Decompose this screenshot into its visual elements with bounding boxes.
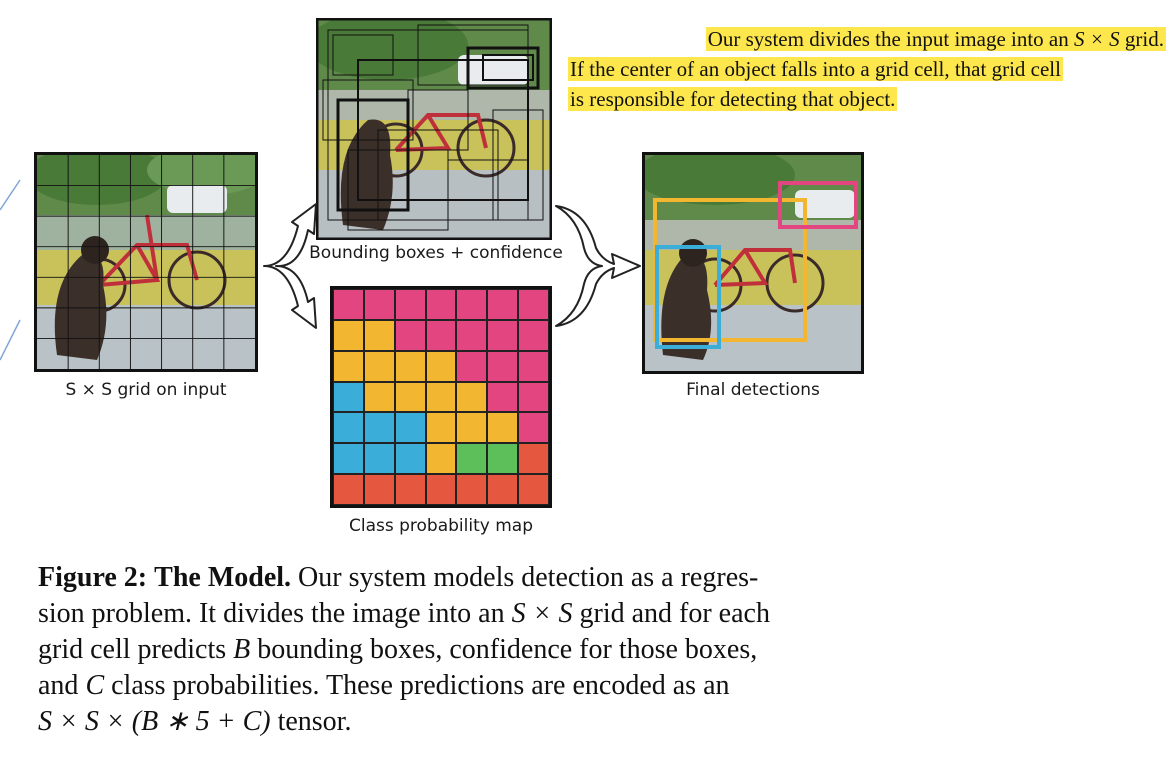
caption-line-4: and C class probabilities. These predict… xyxy=(38,668,858,704)
caption-text-3a: grid cell predicts xyxy=(38,634,234,665)
class-cell xyxy=(487,474,519,505)
caption-line-1: Figure 2: The Model. Our system models d… xyxy=(38,560,858,596)
class-cell xyxy=(518,319,549,351)
class-cell xyxy=(425,319,457,351)
class-cell xyxy=(425,443,457,475)
caption-math-b: B xyxy=(233,634,251,665)
class-probability-map xyxy=(330,286,552,508)
class-cell xyxy=(487,443,519,475)
class-cell xyxy=(333,350,364,382)
figure-label: Figure 2: xyxy=(38,562,148,593)
caption-math-sxs: S × S xyxy=(511,598,573,629)
caption-math-tensor: S × S × (B ∗ 5 + C) xyxy=(38,706,271,737)
class-cell xyxy=(363,289,395,320)
class-cell xyxy=(394,412,426,444)
class-cell xyxy=(394,350,426,382)
input-grid-image xyxy=(34,152,258,372)
class-cell xyxy=(456,412,488,444)
bbox-image xyxy=(316,18,552,240)
classmap-label: Class probability map xyxy=(348,516,533,536)
caption-line-3: grid cell predicts B bounding boxes, con… xyxy=(38,632,858,668)
class-cell xyxy=(394,319,426,351)
class-cell xyxy=(456,350,488,382)
class-cell xyxy=(487,350,519,382)
split-arrow-icon xyxy=(263,203,317,329)
class-cell xyxy=(333,443,364,475)
class-cell xyxy=(518,443,549,475)
class-cell xyxy=(394,289,426,320)
note-line2: If the center of an object falls into a … xyxy=(568,57,1063,81)
caption-text-4b: class probabilities. These predictions a… xyxy=(104,670,730,701)
figure-caption: Figure 2: The Model. Our system models d… xyxy=(38,560,858,740)
caption-text-4a: and xyxy=(38,670,86,701)
note-line1-post: grid. xyxy=(1119,27,1164,51)
final-detections-image xyxy=(642,152,864,374)
note-line1-pre: Our system divides the input image into … xyxy=(707,27,1074,51)
caption-text-5b: tensor. xyxy=(270,706,352,737)
class-cell xyxy=(518,289,549,320)
highlighted-note: Our system divides the input image into … xyxy=(568,24,1166,114)
caption-text-2b: grid and for each xyxy=(572,598,770,629)
note-line3: is responsible for detecting that object… xyxy=(568,87,898,111)
class-cell xyxy=(363,319,395,351)
class-cell xyxy=(394,443,426,475)
input-grid-lines xyxy=(37,155,255,369)
note-line1-math: S × S xyxy=(1074,27,1120,51)
input-grid-label: S × S grid on input xyxy=(65,380,227,400)
caption-text-1: Our system models detection as a regres- xyxy=(291,562,759,593)
caption-line-2: sion problem. It divides the image into … xyxy=(38,596,858,632)
class-cell xyxy=(456,319,488,351)
caption-math-c: C xyxy=(85,670,105,701)
caption-text-2a: sion problem. It divides the image into … xyxy=(38,598,512,629)
class-cell xyxy=(425,474,457,505)
class-cell xyxy=(363,412,395,444)
class-cell xyxy=(487,412,519,444)
class-cell xyxy=(333,319,364,351)
final-detections-label: Final detections xyxy=(686,380,820,400)
class-cell xyxy=(518,350,549,382)
class-cell xyxy=(363,443,395,475)
class-cell xyxy=(333,474,364,505)
class-cell xyxy=(487,381,519,413)
class-cell xyxy=(425,289,457,320)
class-cell xyxy=(456,443,488,475)
class-cell xyxy=(518,412,549,444)
caption-text-3b: bounding boxes, confidence for those box… xyxy=(250,634,758,665)
class-cell xyxy=(456,289,488,320)
class-cell xyxy=(487,319,519,351)
class-cell xyxy=(394,381,426,413)
class-cell xyxy=(333,289,364,320)
class-cell xyxy=(518,474,549,505)
class-cell xyxy=(425,381,457,413)
merge-arrow-icon xyxy=(555,205,641,327)
bbox-label: Bounding boxes + confidence xyxy=(306,243,566,263)
class-cell xyxy=(333,381,364,413)
caption-line-5: S × S × (B ∗ 5 + C) tensor. xyxy=(38,704,858,740)
class-cell xyxy=(394,474,426,505)
class-cell xyxy=(518,381,549,413)
class-cell xyxy=(333,412,364,444)
class-cell xyxy=(363,474,395,505)
page-edge-mark xyxy=(0,179,21,361)
class-cell xyxy=(425,350,457,382)
class-grid xyxy=(333,289,549,505)
class-cell xyxy=(456,381,488,413)
class-cell xyxy=(363,350,395,382)
class-cell xyxy=(363,381,395,413)
class-cell xyxy=(456,474,488,505)
class-cell xyxy=(425,412,457,444)
class-cell xyxy=(487,289,519,320)
figure-title: The Model. xyxy=(154,562,292,593)
